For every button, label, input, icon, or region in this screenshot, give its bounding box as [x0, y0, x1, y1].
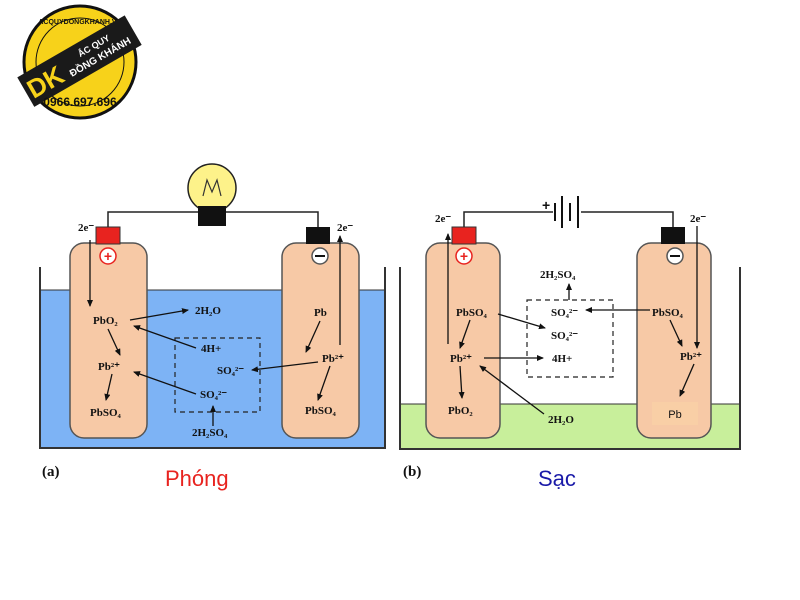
discharge-wire-right	[226, 211, 319, 227]
discharge-electron-right: 2e⁻	[337, 222, 353, 234]
discharge-panel-label: (a)	[42, 464, 60, 480]
arrow-pb-to-pb2	[305, 320, 321, 353]
arrow-pbso4-to-pb2-neg	[669, 319, 683, 347]
logo-website: ACQUYDONGKHANH.VN	[38, 19, 121, 26]
arrow-sulfate-left	[133, 371, 197, 395]
charge-source-plus: +	[542, 197, 550, 213]
arrow-to-water	[129, 308, 189, 321]
charge-plus-sign	[455, 247, 473, 265]
discharge-hydrogen: 4H+	[201, 343, 221, 355]
charge-tank	[399, 267, 741, 450]
arrow-sulfate-right	[251, 361, 319, 373]
battery-source-icon	[554, 196, 579, 228]
charge-electron-right: 2e⁻	[690, 213, 706, 225]
charge-sulfate-2: SO₄²⁻	[551, 330, 578, 342]
discharge-reaction-box	[174, 337, 261, 413]
charge-pb: Pb	[668, 409, 681, 421]
charge-wire-right	[581, 211, 674, 227]
charge-arrows	[445, 226, 700, 415]
arrow-sulfate-released	[497, 313, 546, 330]
charge-pbso4-negative: PbSO₄	[652, 307, 684, 319]
discharge-wire-left	[107, 211, 198, 227]
arrow-pb2-to-pbo2	[458, 365, 465, 399]
plus-icon: +	[104, 248, 112, 264]
company-logo: ACQUYDONGKHANH.VN DK ẮC QUY ĐỒNG KHÁNH 0…	[17, 4, 142, 120]
lightbulb-icon	[187, 163, 237, 226]
charge-hydrogen: 4H+	[552, 353, 572, 365]
arrow-pb2-to-pb	[679, 363, 695, 397]
discharge-pb: Pb	[314, 307, 327, 319]
arrow-pb2-to-pbso4-neg	[317, 365, 331, 401]
charge-sulfate-1: SO₄²⁻	[551, 307, 578, 319]
plus-icon: +	[460, 248, 468, 264]
charge-pb-box	[652, 402, 698, 425]
charge-water: 2H₂O	[548, 414, 574, 426]
discharge-pbo2: PbO₂	[93, 315, 118, 327]
discharge-panel: + 2e⁻ 2e⁻ PbO₂ Pb²⁺ PbSO₄ 2H₂O 4H+ SO₄²⁻…	[39, 163, 386, 491]
charge-acid: 2H₂SO₄	[540, 269, 576, 281]
discharge-plus-sign	[99, 247, 117, 265]
discharge-electron-left: 2e⁻	[78, 222, 94, 234]
logo-phone: 0966.697.696	[43, 95, 117, 109]
discharge-negative-terminal	[306, 227, 330, 244]
logo-ribbon	[17, 15, 142, 107]
arrow-water-in	[479, 365, 545, 415]
charge-electron-left: 2e⁻	[435, 213, 451, 225]
charge-positive-terminal	[451, 226, 477, 245]
charge-pb2-positive: Pb²⁺	[450, 353, 472, 365]
discharge-positive-terminal	[95, 226, 121, 245]
discharge-arrows	[87, 235, 343, 426]
discharge-sulfate-1: SO₄²⁻	[217, 365, 244, 377]
charge-pb2-negative: Pb²⁺	[680, 351, 702, 363]
charge-caption: Sạc	[538, 466, 576, 491]
discharge-pb2-negative: Pb²⁺	[322, 353, 344, 365]
discharge-caption: Phóng	[165, 466, 229, 491]
charge-negative-terminal	[661, 227, 685, 244]
discharge-pb2-positive: Pb²⁺	[98, 361, 120, 373]
charge-panel-label: (b)	[403, 464, 421, 480]
discharge-water: 2H₂O	[195, 305, 221, 317]
logo-inner-ring	[35, 17, 125, 107]
discharge-pbso4-positive: PbSO₄	[90, 407, 122, 419]
charge-pbo2: PbO₂	[448, 405, 473, 417]
arrow-pbso4-to-pb2	[459, 319, 471, 349]
arrow-pb2-to-pbso4	[104, 373, 113, 401]
discharge-acid: 2H₂SO₄	[192, 427, 228, 439]
discharge-pbso4-negative: PbSO₄	[305, 405, 337, 417]
arrow-pbo2-to-pb2	[107, 328, 121, 356]
charge-panel: + + 2e⁻ 2e⁻ 2H₂SO₄ PbSO₄ Pb²⁺ PbO₂ SO₄²⁻…	[399, 196, 741, 491]
arrow-hydrogen-in	[133, 325, 197, 349]
discharge-tank	[39, 267, 386, 449]
charge-pbso4-positive: PbSO₄	[456, 307, 488, 319]
charge-wire-left	[463, 211, 553, 227]
discharge-sulfate-2: SO₄²⁻	[200, 389, 227, 401]
